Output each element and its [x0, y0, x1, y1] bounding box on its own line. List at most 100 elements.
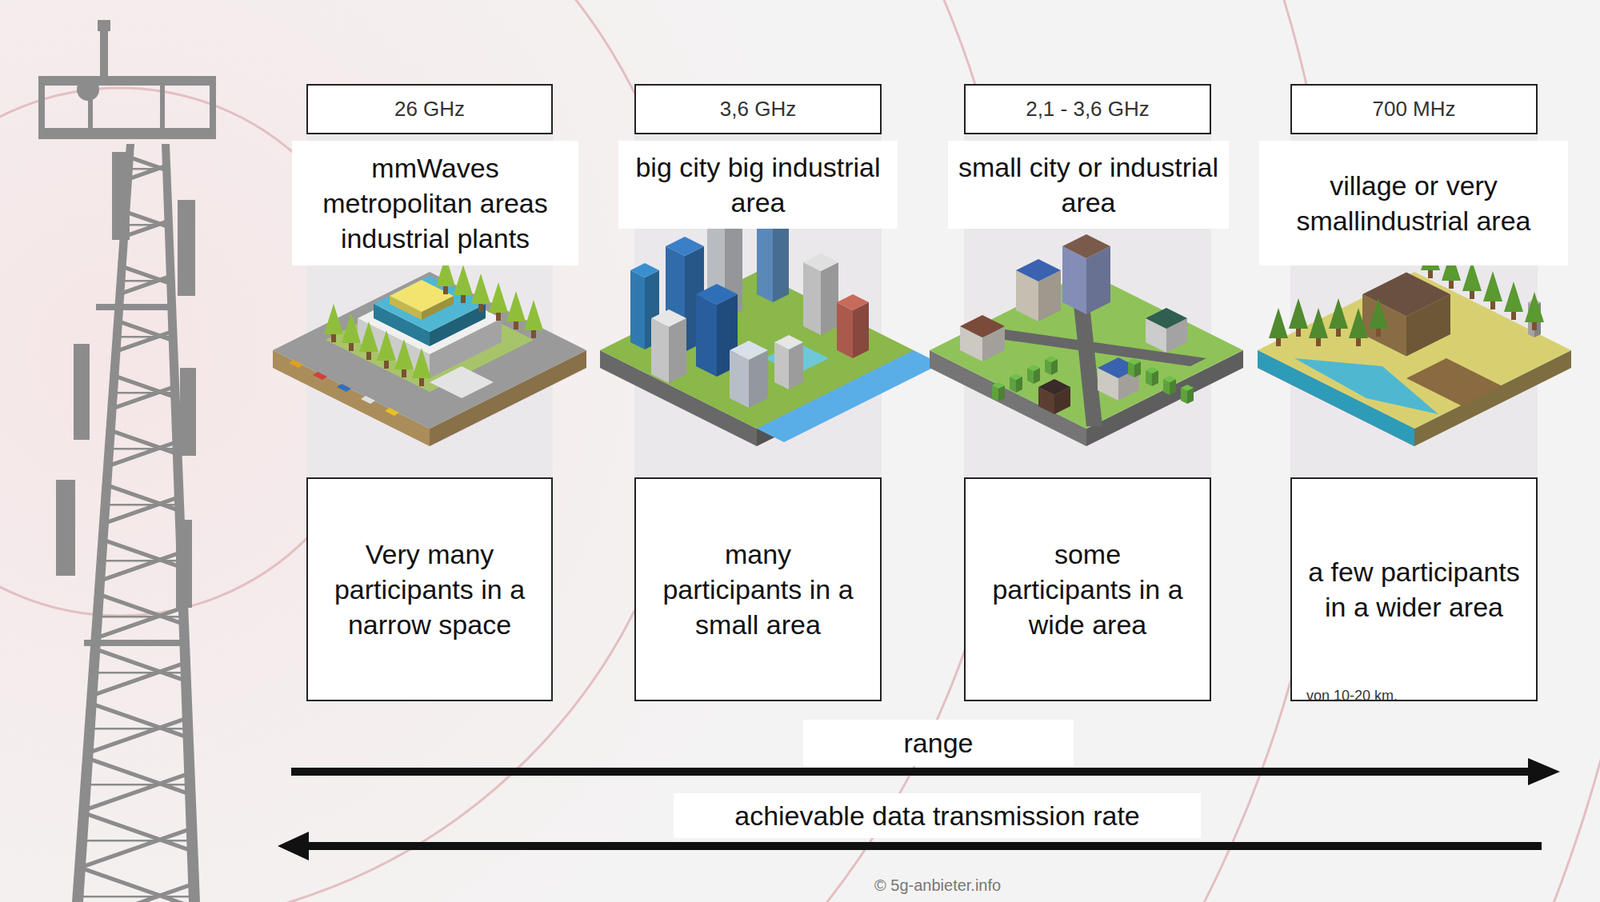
iso-face	[696, 284, 738, 305]
range-arrow-head	[1528, 758, 1560, 786]
tree-crown	[524, 300, 544, 331]
tree-crown	[359, 321, 379, 352]
node-text: 26 GHz	[394, 96, 465, 122]
tree-crown	[506, 291, 526, 322]
iso-face	[774, 335, 804, 350]
iso-face	[272, 272, 587, 429]
tree-crown	[471, 273, 491, 304]
node-text: a few participants in a wider area	[1308, 554, 1520, 625]
iso-face	[803, 253, 839, 272]
iso-face	[1016, 259, 1061, 282]
node-text: Very many participants in a narrow space	[324, 536, 536, 644]
tree-crown	[1308, 308, 1328, 339]
area-title-box: mmWaves metropolitan areas industrial pl…	[292, 140, 579, 266]
tree-crown	[394, 339, 414, 370]
copyright: © 5g-anbieter.info	[874, 876, 1001, 896]
node-text: many participants in a small area	[652, 536, 864, 644]
lake	[1294, 358, 1439, 415]
iso-face	[729, 340, 768, 360]
iso-face	[630, 270, 645, 350]
iso-face	[1027, 364, 1040, 372]
tree-crown	[341, 312, 361, 344]
node-text: achievable data transmission rate	[734, 800, 1140, 832]
iso-face	[429, 366, 494, 399]
iso-face	[1038, 379, 1071, 396]
iso-face	[1145, 308, 1188, 329]
iso-face	[668, 318, 687, 384]
car	[336, 384, 352, 392]
description-box: Very many participants in a narrow space	[306, 477, 553, 702]
tree-crown	[324, 304, 344, 335]
car	[288, 360, 304, 368]
tree-crown	[1368, 298, 1388, 329]
tree-crown	[1268, 308, 1288, 339]
tree-crown	[1288, 298, 1308, 329]
area-title-box: big city big industrial area	[618, 140, 898, 229]
iso-face	[1062, 234, 1111, 259]
iso-face	[820, 262, 839, 336]
node-text: 700 MHz	[1372, 96, 1456, 122]
rate-arrow-shaft	[304, 842, 1542, 851]
axis-arrows	[277, 758, 1560, 861]
iso-face	[1128, 358, 1141, 365]
node-text: small city or industrial area	[957, 149, 1220, 220]
iso-face	[1163, 376, 1176, 383]
iso-face	[651, 318, 669, 384]
description-box: many participants in a small area	[634, 477, 882, 702]
node-text: 2,1 - 3,6 GHz	[1025, 96, 1150, 122]
car	[360, 396, 376, 404]
node-text: range	[904, 728, 974, 760]
iso-face	[836, 294, 869, 311]
node-text: 3,6 GHz	[720, 96, 796, 122]
iso-face	[630, 263, 660, 278]
description-box: some participants in a wide area	[964, 477, 1212, 702]
iso-face	[1044, 356, 1058, 363]
field	[1406, 358, 1503, 407]
rate-arrow-head	[277, 832, 309, 861]
tree-crown	[1348, 308, 1368, 339]
tree-crown	[1483, 271, 1503, 302]
tree-crown	[1504, 281, 1524, 312]
iso-face	[1257, 272, 1572, 429]
iso-face	[1180, 384, 1194, 392]
axis-label-box: range	[803, 720, 1074, 767]
iso-face	[729, 350, 749, 408]
radio-tower	[38, 20, 216, 902]
frequency-box: 2,1 - 3,6 GHz	[964, 84, 1212, 135]
tree-crown	[1524, 292, 1544, 323]
iso-face	[992, 382, 1005, 389]
tree-crown	[1328, 298, 1348, 329]
frequency-box: 26 GHz	[306, 84, 553, 135]
iso-face	[748, 350, 768, 408]
car	[384, 408, 400, 416]
iso-face	[960, 315, 1005, 338]
iso-face	[1145, 367, 1159, 374]
description-box: a few participants in a wider area	[1290, 477, 1538, 702]
iso-face	[774, 342, 789, 390]
iso-face	[665, 236, 704, 256]
node-text: big city big industrial area	[628, 149, 888, 220]
iso-face	[803, 262, 821, 336]
range-note: von 10-20 km.	[1306, 688, 1398, 705]
iso-face	[651, 309, 687, 328]
tree-crown	[376, 330, 396, 361]
area-title-box: small city or industrial area	[948, 140, 1229, 229]
iso-face	[788, 342, 804, 390]
car	[312, 372, 328, 380]
range-arrow-shaft	[291, 768, 1532, 776]
iso-face	[1009, 373, 1023, 380]
axis-label-box: achievable data transmission rate	[673, 793, 1201, 839]
iso-face	[852, 302, 869, 359]
tree-crown	[412, 348, 432, 379]
frequency-box: 700 MHz	[1290, 84, 1538, 135]
tree-crown	[488, 282, 508, 313]
iso-face	[696, 294, 717, 377]
iso-face	[836, 302, 853, 359]
frequency-box: 3,6 GHz	[634, 84, 882, 135]
node-text: some participants in a wide area	[981, 536, 1194, 644]
node-text: mmWaves metropolitan areas industrial pl…	[301, 150, 569, 257]
